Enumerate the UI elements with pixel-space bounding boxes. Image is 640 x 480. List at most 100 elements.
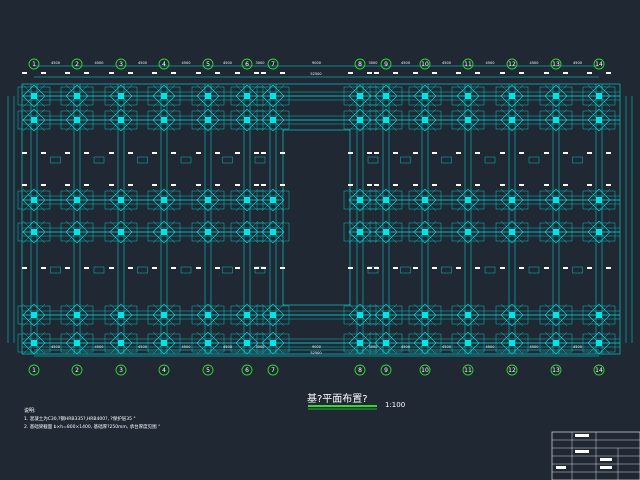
beam-tag [528, 266, 540, 274]
dim-tick [500, 152, 505, 154]
dim-tick [65, 184, 70, 186]
dim-tick [519, 152, 524, 154]
axis-label: 9 [384, 367, 388, 374]
dim-tick [235, 267, 240, 269]
bay-dim-bottom: 4500 [573, 345, 582, 349]
pile-cap [147, 84, 181, 108]
axis-label: 6 [245, 61, 249, 68]
pile-cap [230, 108, 264, 132]
dim-tick [196, 72, 201, 74]
axis-bubble: 6 [241, 58, 253, 70]
dim-tick [563, 72, 568, 74]
axis-bubble: 10 [419, 364, 431, 376]
dim-tick [456, 72, 461, 74]
beam-tag [93, 156, 105, 164]
beam-tag [400, 266, 411, 274]
total-dim-bottom: 52500 [310, 351, 321, 355]
dim-tick [84, 72, 89, 74]
axis-label: 6 [245, 367, 249, 374]
title-block [551, 431, 640, 480]
pile-cap [191, 303, 225, 327]
dim-tick [432, 267, 437, 269]
pile-cap [343, 108, 377, 132]
notes-heading: 说明: [24, 407, 36, 414]
axis-label: 3 [119, 61, 123, 68]
dim-tick [235, 184, 240, 186]
pile-cap [369, 220, 403, 244]
pile-cap [17, 108, 51, 132]
bay-dim-top: 4500 [182, 61, 191, 65]
axis-label: 3 [119, 367, 123, 374]
dim-tick [152, 184, 157, 186]
pile-cap [256, 84, 290, 108]
dim-tick [413, 184, 418, 186]
dim-tick [500, 267, 505, 269]
dim-tick [374, 267, 379, 269]
pile-cap [104, 220, 138, 244]
beam-tag [367, 266, 379, 274]
axis-label: 10 [421, 367, 429, 374]
dim-tick [22, 72, 27, 74]
beam-tag [484, 156, 496, 164]
pile-cap [104, 303, 138, 327]
dim-tick [84, 267, 89, 269]
dim-tick [109, 72, 114, 74]
pile-cap [60, 303, 94, 327]
axis-bubble: 4 [158, 58, 170, 70]
pile-cap [17, 220, 51, 244]
dim-tick [109, 152, 114, 154]
pile-cap [17, 84, 51, 108]
pile-cap [256, 220, 290, 244]
pile-cap [147, 331, 181, 355]
pile-cap [539, 220, 573, 244]
dim-tick [563, 152, 568, 154]
pile-cap [495, 220, 529, 244]
pile-cap [369, 188, 403, 212]
axis-bubble: 11 [462, 58, 474, 70]
dim-tick [475, 152, 480, 154]
dim-tick [261, 267, 266, 269]
axis-label: 2 [75, 367, 79, 374]
dim-tick [456, 152, 461, 154]
pile-cap [17, 331, 51, 355]
axis-bubble: 10 [419, 58, 431, 70]
dim-tick [587, 72, 592, 74]
axis-bubble: 14 [593, 364, 605, 376]
dim-tick [413, 72, 418, 74]
dim-tick [348, 184, 353, 186]
dim-tick [235, 72, 240, 74]
bay-dim-bottom: 4500 [182, 345, 191, 349]
bay-dim-top: 3000 [256, 61, 265, 65]
pile-cap [147, 108, 181, 132]
dim-tick [456, 267, 461, 269]
bay-dim-top: 4500 [486, 61, 495, 65]
dim-tick [475, 184, 480, 186]
bay-dim-bottom: 3000 [256, 345, 265, 349]
dim-tick [280, 152, 285, 154]
axis-bubble: 12 [506, 58, 518, 70]
axis-bubble: 5 [202, 58, 214, 70]
pile-cap [408, 188, 442, 212]
dim-tick [348, 267, 353, 269]
dim-tick [84, 152, 89, 154]
dim-tick [196, 184, 201, 186]
axis-bubble: 9 [380, 58, 392, 70]
beam-tag [528, 156, 540, 164]
dim-tick [152, 72, 157, 74]
dim-tick [215, 72, 220, 74]
pile-cap [495, 303, 529, 327]
bay-dim-bottom: 4500 [95, 345, 104, 349]
dim-tick [171, 184, 176, 186]
dim-tick [432, 184, 437, 186]
pile-cap [191, 220, 225, 244]
pile-cap [147, 188, 181, 212]
dim-tick [374, 72, 379, 74]
beam-tag [400, 156, 411, 164]
dim-tick [22, 267, 27, 269]
axis-label: 13 [552, 61, 560, 68]
bay-dim-bottom: 4500 [486, 345, 495, 349]
beam-tag [254, 156, 266, 164]
pile-cap [343, 331, 377, 355]
